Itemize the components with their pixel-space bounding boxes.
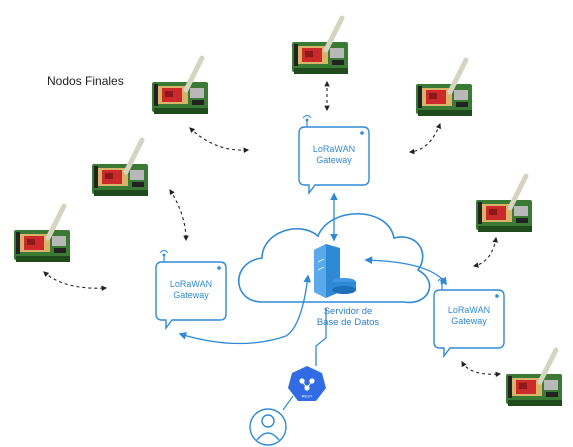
link-server-api: [315, 308, 327, 366]
link-node1-gateway: [189, 127, 250, 154]
user-icon: [249, 395, 294, 446]
end-node-board-4: [92, 140, 148, 196]
link-node5-gateway: [43, 271, 108, 291]
gateway-top-label-line2: Gateway: [316, 155, 352, 165]
link-gateway-right-server: [364, 256, 447, 286]
link-node7-gateway: [461, 361, 502, 378]
gateway-top-label: LoRaWAN Gateway: [299, 144, 369, 166]
end-node-board-3: [416, 60, 472, 116]
api-icon: REST: [288, 366, 326, 401]
gateway-top-label-line1: LoRaWAN: [312, 144, 356, 154]
end-node-board-6: [476, 176, 532, 232]
link-gateway-left-server: [178, 274, 312, 345]
gateway-right-label: LoRaWAN Gateway: [434, 305, 504, 327]
api-badge-label: REST: [302, 394, 313, 399]
link-node3-gateway: [408, 122, 441, 155]
server-label-line2: Base de Datos: [316, 317, 380, 328]
end-node-board-5: [14, 206, 70, 262]
server-label-line1: Servidor de: [323, 306, 373, 317]
gateway-left-label: LoRaWAN Gateway: [156, 279, 226, 301]
title-nodos-finales: Nodos Finales: [47, 74, 124, 88]
server-label: Servidor de Base de Datos: [293, 306, 403, 328]
gateway-right-label-line1: LoRaWAN: [447, 305, 491, 315]
gateway-left-label-line2: Gateway: [173, 290, 209, 300]
database-server-icon: [314, 244, 356, 298]
link-node6-gateway: [472, 236, 498, 268]
gateway-left-label-line1: LoRaWAN: [169, 279, 213, 289]
end-node-board-1: [152, 58, 208, 114]
link-node4-gateway: [169, 189, 189, 242]
gateway-right-label-line2: Gateway: [451, 316, 487, 326]
end-node-board-2: [292, 18, 348, 74]
end-node-board-7: [506, 350, 562, 406]
